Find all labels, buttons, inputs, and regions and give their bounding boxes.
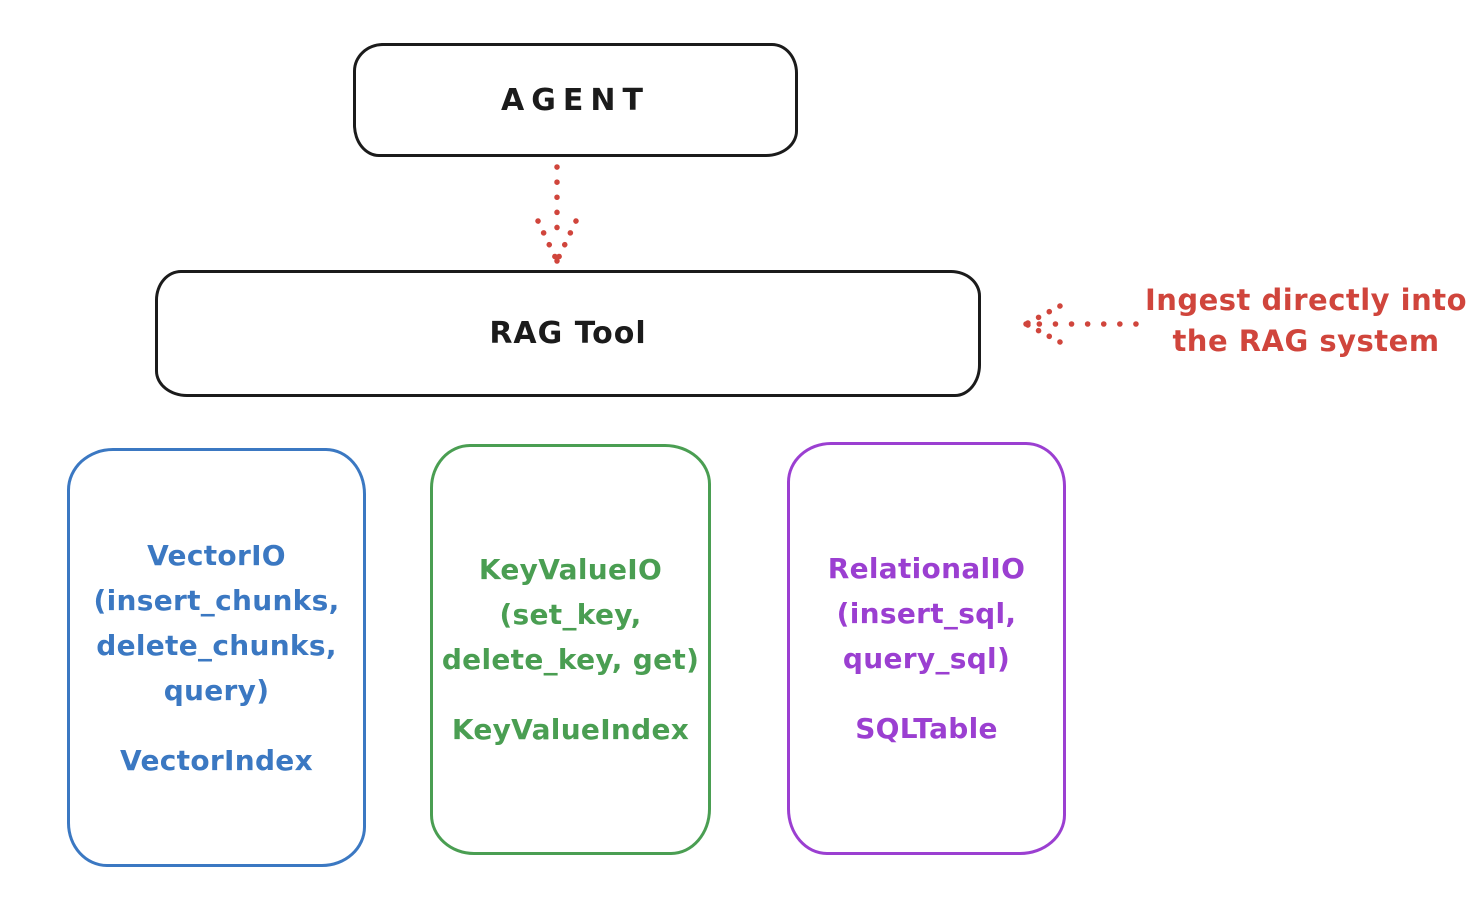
keyvalue-io-title-line: KeyValueIO [478, 553, 663, 586]
vector-io-methods-line: (insert_chunks, [93, 583, 340, 617]
rag-tool-node: RAG Tool [155, 270, 981, 397]
sql-table-label: SQLTable [855, 712, 998, 745]
agent-to-ragtool-arrow-icon [535, 164, 579, 264]
ingest-annotation-line1: Ingest directly into [1144, 283, 1468, 317]
vector-io-node: VectorIO (insert_chunks, delete_chunks, … [67, 448, 366, 867]
keyvalue-io-methods-line: (set_key, [499, 598, 642, 631]
relational-io-node: RelationalIO (insert_sql, query_sql) SQL… [787, 442, 1066, 855]
keyvalue-io-methods-line: delete_key, get) [441, 643, 700, 676]
rag-tool-label: RAG Tool [489, 316, 647, 351]
keyvalue-index-label: KeyValueIndex [451, 713, 690, 746]
vector-index-label: VectorIndex [120, 743, 313, 777]
relational-io-methods-line: query_sql) [842, 642, 1011, 675]
relational-io-methods-line: (insert_sql, [836, 597, 1017, 630]
relational-io-title-line: RelationalIO [827, 552, 1026, 585]
agent-label: AGENT [501, 82, 650, 118]
vector-io-methods-line: query) [163, 673, 270, 707]
ingest-annotation-line2: the RAG system [1172, 324, 1440, 358]
ingest-arrow-icon [1023, 303, 1139, 345]
keyvalue-io-node: KeyValueIO (set_key, delete_key, get) Ke… [430, 444, 711, 855]
vector-io-methods-line: delete_chunks, [96, 628, 337, 662]
agent-node: AGENT [353, 43, 798, 157]
vector-io-title-line: VectorIO [147, 538, 286, 572]
ingest-annotation: Ingest directly into the RAG system [1138, 280, 1474, 362]
